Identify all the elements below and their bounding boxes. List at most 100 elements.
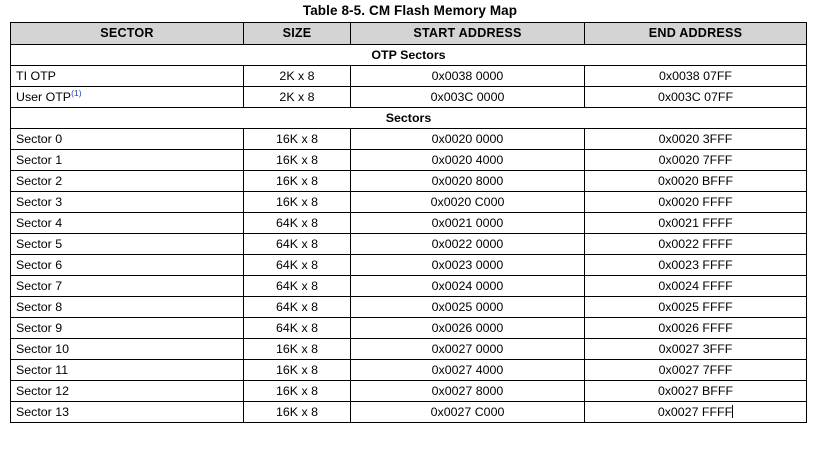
cell-sector: Sector 8 xyxy=(10,296,244,318)
sector-label: Sector 2 xyxy=(16,174,63,188)
cell-start-address: 0x003C 0000 xyxy=(350,86,585,108)
end-address-label: 0x0025 FFFF xyxy=(658,300,733,314)
sector-label: Sector 10 xyxy=(16,342,70,356)
footnote-marker[interactable]: (1) xyxy=(71,87,82,98)
end-address-label: 0x0022 FFFF xyxy=(658,237,733,251)
sector-label: Sector 6 xyxy=(16,258,63,272)
sector-label: Sector 13 xyxy=(16,405,70,419)
cell-end-address: 0x0025 FFFF xyxy=(584,296,807,318)
cell-size: 16K x 8 xyxy=(243,338,351,360)
end-address-label: 0x0020 3FFF xyxy=(658,132,733,146)
sector-label: Sector 5 xyxy=(16,237,63,251)
cell-end-address: 0x0020 BFFF xyxy=(584,170,807,192)
cell-sector: Sector 13 xyxy=(10,401,244,423)
cell-sector: Sector 3 xyxy=(10,191,244,213)
sector-label: Sector 1 xyxy=(16,153,63,167)
text-cursor xyxy=(732,405,734,418)
sector-label: TI OTP xyxy=(16,69,56,83)
cell-sector: Sector 11 xyxy=(10,359,244,381)
cell-sector: Sector 2 xyxy=(10,170,244,192)
cell-start-address: 0x0021 0000 xyxy=(350,212,585,234)
table-header: SECTOR SIZE START ADDRESS END ADDRESS xyxy=(10,22,807,45)
cell-size: 16K x 8 xyxy=(243,149,351,171)
cell-size: 16K x 8 xyxy=(243,401,351,423)
cell-start-address: 0x0027 8000 xyxy=(350,380,585,402)
cell-size: 16K x 8 xyxy=(243,380,351,402)
sector-label: Sector 0 xyxy=(16,132,63,146)
cell-sector: User OTP(1) xyxy=(10,86,244,108)
section-heading-row: Sectors xyxy=(10,107,807,129)
cell-start-address: 0x0026 0000 xyxy=(350,317,585,339)
cell-size: 64K x 8 xyxy=(243,233,351,255)
cell-end-address: 0x0026 FFFF xyxy=(584,317,807,339)
cell-start-address: 0x0022 0000 xyxy=(350,233,585,255)
cell-sector: Sector 6 xyxy=(10,254,244,276)
cell-sector: Sector 12 xyxy=(10,380,244,402)
cell-size: 64K x 8 xyxy=(243,296,351,318)
cell-start-address: 0x0027 0000 xyxy=(350,338,585,360)
cell-end-address: 0x0038 07FF xyxy=(584,65,807,87)
cell-sector: TI OTP xyxy=(10,65,244,87)
end-address-label: 0x0021 FFFF xyxy=(658,216,733,230)
column-header-end-address: END ADDRESS xyxy=(584,22,807,45)
table-container: SECTOR SIZE START ADDRESS END ADDRESS OT… xyxy=(10,22,807,423)
end-address-label: 0x0026 FFFF xyxy=(658,321,733,335)
end-address-label: 0x0027 7FFF xyxy=(658,363,733,377)
cell-end-address: 0x0023 FFFF xyxy=(584,254,807,276)
table-title: Table 8-5. CM Flash Memory Map xyxy=(302,3,518,18)
cell-start-address: 0x0020 8000 xyxy=(350,170,585,192)
cell-end-address: 0x0021 FFFF xyxy=(584,212,807,234)
cell-start-address: 0x0027 4000 xyxy=(350,359,585,381)
cell-end-address: 0x0027 BFFF xyxy=(584,380,807,402)
cell-end-address: 0x0027 3FFF xyxy=(584,338,807,360)
end-address-label: 0x0027 3FFF xyxy=(658,342,733,356)
sector-label: Sector 11 xyxy=(16,363,69,377)
cell-start-address: 0x0027 C000 xyxy=(350,401,585,423)
cell-size: 2K x 8 xyxy=(243,65,351,87)
cell-size: 64K x 8 xyxy=(243,317,351,339)
table-header-row: SECTOR SIZE START ADDRESS END ADDRESS xyxy=(10,22,807,45)
cell-end-address: 0x0027 7FFF xyxy=(584,359,807,381)
cell-sector: Sector 9 xyxy=(10,317,244,339)
cell-start-address: 0x0020 4000 xyxy=(350,149,585,171)
sector-label: Sector 8 xyxy=(16,300,63,314)
cell-start-address: 0x0020 0000 xyxy=(350,128,585,150)
cell-sector: Sector 5 xyxy=(10,233,244,255)
cell-size: 64K x 8 xyxy=(243,254,351,276)
cell-size: 64K x 8 xyxy=(243,275,351,297)
end-address-label: 0x0020 FFFF xyxy=(658,195,733,209)
end-address-label: 0x0024 FFFF xyxy=(658,279,733,293)
cell-sector: Sector 10 xyxy=(10,338,244,360)
sector-label: Sector 7 xyxy=(16,279,63,293)
flash-memory-map-table: SECTOR SIZE START ADDRESS END ADDRESS OT… xyxy=(10,22,807,423)
sector-label: Sector 3 xyxy=(16,195,63,209)
end-address-label: 0x0023 FFFF xyxy=(658,258,733,272)
end-address-label: 0x0020 7FFF xyxy=(658,153,733,167)
cell-end-address: 0x0024 FFFF xyxy=(584,275,807,297)
end-address-label: 0x0027 FFFF xyxy=(657,405,733,419)
section-heading: Sectors xyxy=(10,107,807,129)
end-address-label: 0x003C 07FF xyxy=(657,90,734,104)
cell-size: 16K x 8 xyxy=(243,170,351,192)
cell-start-address: 0x0025 0000 xyxy=(350,296,585,318)
end-address-label: 0x0027 BFFF xyxy=(657,384,734,398)
section-heading-row: OTP Sectors xyxy=(10,44,807,66)
cell-start-address: 0x0038 0000 xyxy=(350,65,585,87)
cell-sector: Sector 4 xyxy=(10,212,244,234)
cell-start-address: 0x0023 0000 xyxy=(350,254,585,276)
cell-end-address: 0x0027 FFFF xyxy=(584,401,807,423)
cell-sector: Sector 7 xyxy=(10,275,244,297)
cell-start-address: 0x0024 0000 xyxy=(350,275,585,297)
column-header-size: SIZE xyxy=(243,22,351,45)
sector-label: Sector 4 xyxy=(16,216,63,230)
sector-label: User OTP xyxy=(16,90,72,104)
